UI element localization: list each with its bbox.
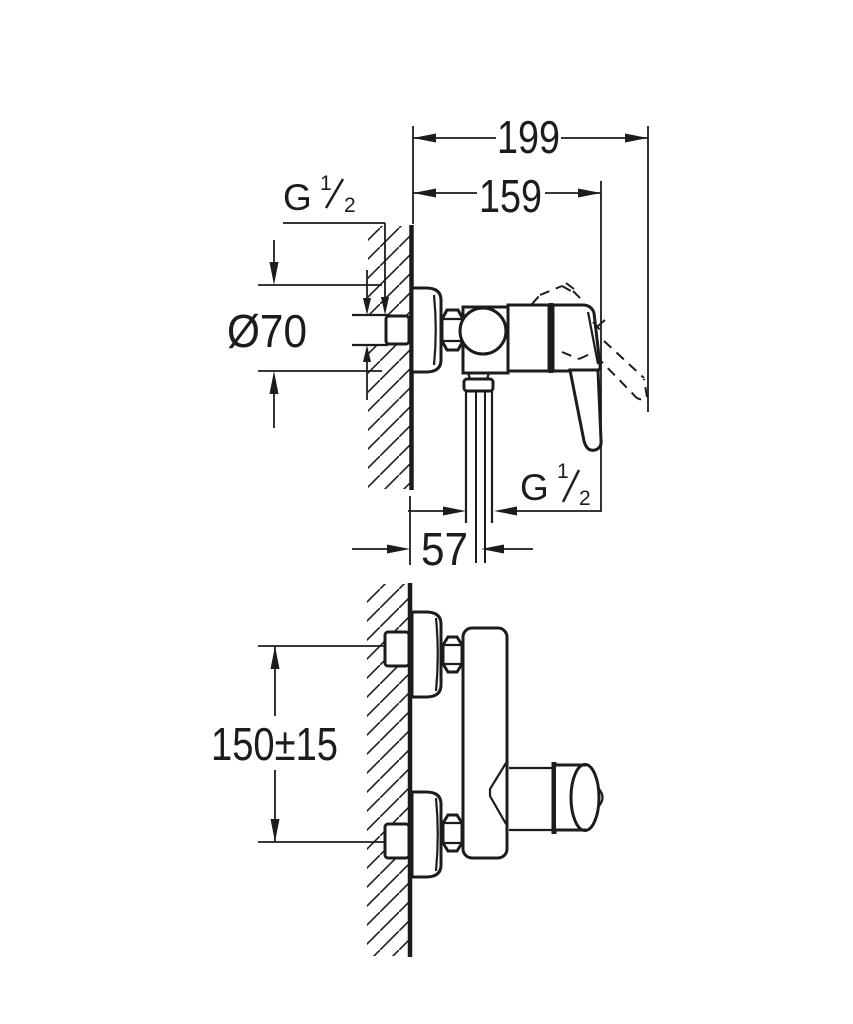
escutcheon-bottom [410,790,443,879]
fraction-slash [561,469,581,503]
thread-inlet-denominator: 2 [344,194,356,217]
body-contour-chevron [488,762,507,825]
wall-hatching [368,226,410,489]
thread-outlet-label: G [520,467,549,508]
front-view [258,583,604,957]
dim-70-label: Ø70 [227,305,307,357]
mixer-body-side [506,303,551,373]
lever-ghost-position [531,282,648,401]
side-view [352,225,648,563]
wall-union-square [384,314,411,346]
mixer-body-front [461,626,509,860]
dim-199-label: 199 [497,111,560,163]
dim-150-label: 150±15 [211,718,338,770]
dim-57-label: 57 [421,523,468,575]
dim-159-label: 159 [479,170,542,222]
side-view-dimensions: 199 159 G 1 2 Ø70 G 1 2 [227,111,649,575]
escutcheon-face-line [432,294,437,366]
fraction-slash [324,178,345,209]
union-nut-top [441,635,464,674]
escutcheon-top [410,610,443,699]
hose-union [462,377,495,393]
thread-inlet-label: G [283,177,312,218]
thread-outlet-denominator: 2 [579,487,591,510]
ball-joint [458,306,508,356]
thread-inlet-numerator: 1 [320,172,332,195]
escutcheon [410,286,443,374]
wall-union-square-top [383,630,411,668]
supply-stub [352,316,388,344]
lever-tip-end-on [598,788,604,807]
knob-end-cap [569,763,601,832]
front-view-dimensions: 150±15 [211,646,338,842]
lever-handle [568,368,603,452]
wall-union-square-bottom [383,822,411,860]
thread-outlet-numerator: 1 [557,460,569,483]
union-nut-bottom [441,813,464,853]
